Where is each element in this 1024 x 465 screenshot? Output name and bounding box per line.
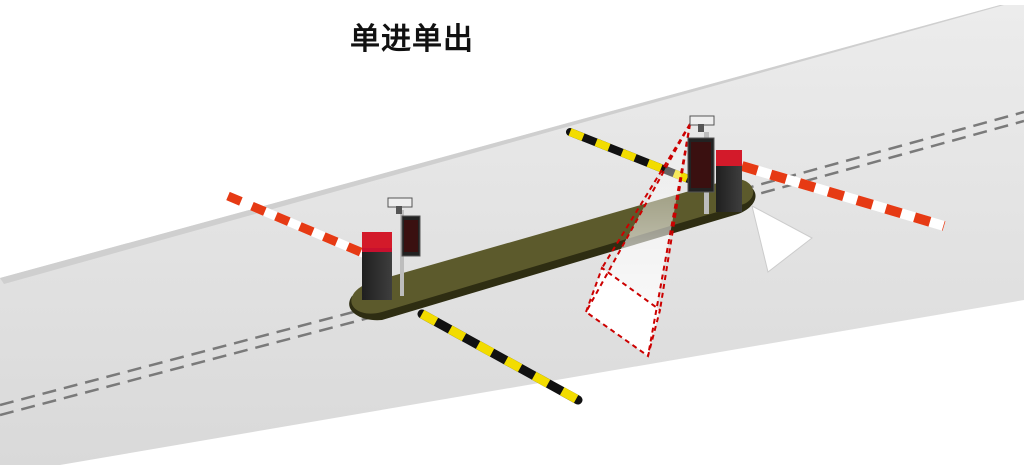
- road-edge-shadow: [0, 5, 1004, 284]
- entry-barrier-cabinet: [362, 232, 392, 300]
- exit-loop-sensor-beam: [751, 205, 813, 273]
- entry-barrier-arm-yellow: [417, 309, 583, 405]
- camera-detection-beam: [584, 123, 691, 358]
- lane-divider-upper-2: [739, 119, 1024, 201]
- road-surface: [0, 5, 1024, 465]
- exit-barrier-arm-yellow: [566, 128, 710, 190]
- diagram-title: 单进单出: [350, 22, 474, 57]
- entry-camera-pole: [387, 197, 421, 296]
- entry-barrier-arm-red: [226, 191, 372, 261]
- exit-barrier-cabinet: [716, 150, 742, 212]
- exit-camera-pole: [687, 115, 715, 214]
- exit-barrier-arm-red: [740, 161, 946, 231]
